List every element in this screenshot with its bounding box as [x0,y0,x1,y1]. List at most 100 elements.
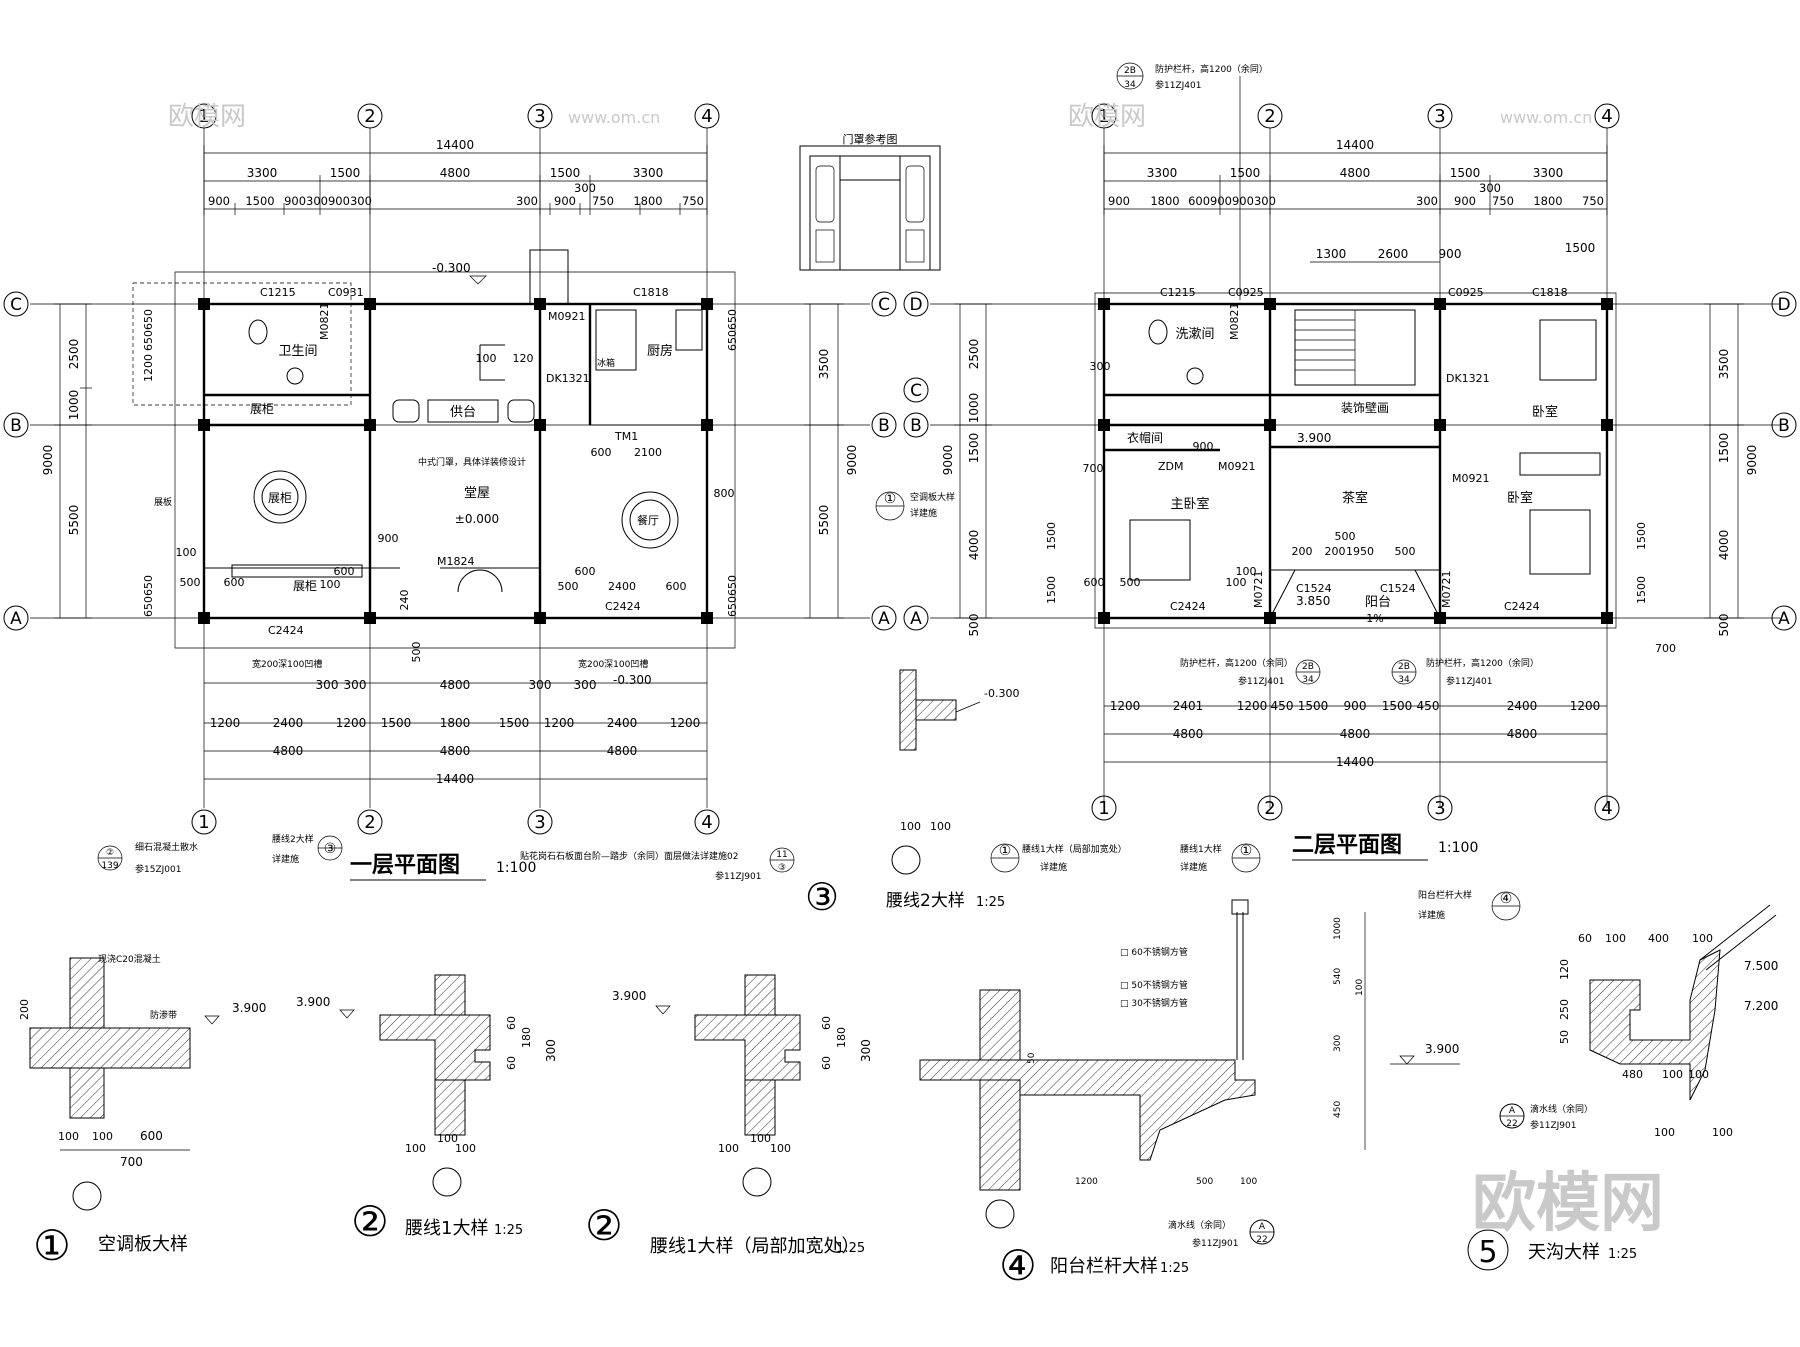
note: 腰线1大样（局部加宽处） [1022,843,1127,855]
dim-text: 450 [1333,1101,1343,1118]
plan1-columns [198,298,713,624]
plan1-right-dimlines [804,303,844,619]
dim-text: 300 [529,678,552,692]
dim-text: 4800 [273,744,304,758]
dim-text: 100 [1226,576,1247,589]
d4-dims: 50 1200 500 100 1000 540 300 450 100 [1027,917,1365,1187]
axis-bubble [527,103,553,129]
dim-text: 500 [967,614,981,637]
axis-label: B [1778,416,1790,436]
plan2-bottom-row2: 4800 4800 4800 [1173,727,1538,741]
ref-text: 2B [1124,66,1136,76]
watermark-site: www.om.cn [1500,108,1592,127]
room-label: 阳台 [1365,595,1391,610]
axis-label: D [909,295,922,315]
plan1-top-row1: 3300 1500 4800 1500 3300 [247,166,664,180]
ref-text: 34 [1302,675,1314,685]
dim-text: 4800 [607,744,638,758]
detail-4: □ 60不锈钢方管 □ 50不锈钢方管 □ 30不锈钢方管 滴水线（余同） 参1… [919,899,1460,1290]
note: 详建施 [1418,909,1445,921]
detail-title: 阳台栏杆大样 [1050,1256,1158,1277]
dim-text: 700 [120,1155,143,1169]
axis-bubble [1427,795,1453,821]
axis-bubble [871,291,897,317]
dim-text: 1200 [1237,699,1268,713]
dim-text: 1200 [1075,1177,1098,1187]
dim-text: 1200 [544,716,575,730]
dim-text: 400 [1648,932,1669,945]
dim-text: 300 [1416,194,1438,208]
door-tag: C1524 [1296,582,1332,595]
plan-2: 1 2 3 4 1 2 3 4 D C B A D B [875,62,1797,921]
dim-text: 60 [505,1016,518,1030]
dim-text: 600 [1084,576,1105,589]
dim-text: 750 [682,194,704,208]
door-tag: C0925 [1448,286,1484,299]
ref-text: 139 [101,861,118,871]
note: □ 50不锈钢方管 [1120,979,1188,991]
plan2-right-dimlines [1704,303,1744,619]
dim-text: 2400 [1507,699,1538,713]
dim-text: 1500 [330,166,361,180]
plan1-walls [132,249,736,649]
axis-label: 3 [534,812,545,833]
dim-text: 1500 [1298,699,1329,713]
dim-text: 500 [1395,545,1416,558]
dim-text: 480 [1622,1068,1643,1081]
ref-text: ④ [1500,891,1513,907]
dim-text: 100 [320,578,341,591]
axis-label: 3 [534,106,545,127]
plan1-door-tags: C1215 C0931 M0921 C1818 M0821 DK1321 TM1… [260,286,669,637]
dim-text: 900 [1344,699,1367,713]
axis-bubble [1427,103,1453,129]
ref-text: 34 [1398,675,1410,685]
level-text: 3.900 [296,995,330,1009]
dim-text: 250 [1558,999,1571,1020]
note: □ 30不锈钢方管 [1120,997,1188,1009]
note: 详建施 [910,507,937,519]
axis-bubble [191,809,217,835]
note: 详建施 [1040,861,1067,873]
axis-label: 2 [1264,106,1275,127]
plan1-scale: 1:100 [496,860,536,876]
plan2-rooms: 洗漱间 卧室 衣帽间 主卧室 茶室 卧室 阳台 装饰壁画 [1127,327,1558,610]
room-label: 装饰壁画 [1341,400,1389,415]
dim-text: 50 [1558,1030,1571,1044]
axis-label: 1 [198,812,209,833]
note: 防护栏杆，高1200（余同） [1180,657,1293,669]
d4-notes: □ 60不锈钢方管 □ 50不锈钢方管 □ 30不锈钢方管 滴水线（余同） 参1… [1120,946,1238,1249]
note: 贴花岗石石板面台阶—踏步（余同）面层做法详建施02 [520,850,738,862]
axis-label: D [1777,295,1790,315]
level-text: 3.900 [232,1001,266,1015]
note: 防护栏杆，高1200（余同） [1426,657,1539,669]
dim-text: 2400 [273,716,304,730]
dim-text: 4000 [967,530,981,561]
axis-label: 4 [701,106,712,127]
dim-text: 600 [666,580,687,593]
dim-text: 1800 [1533,194,1562,208]
plan2-levels: 3.900 3.850 [1296,431,1331,608]
plan1-bottom-row1: 1200 2400 1200 1500 1800 1500 1200 2400 … [210,716,701,730]
dim-text: 5500 [817,505,831,536]
dim-text: 300 [859,1039,873,1062]
axis-label: 1 [1098,798,1109,819]
dim-text: 3300 [1533,166,1564,180]
detail-number-5: 5 [1478,1235,1497,1270]
level-text: 3.900 [612,989,646,1003]
dim-text: 300 [344,678,367,692]
axis-bubble [1091,795,1117,821]
dim-text: 3300 [1147,166,1178,180]
door-tag: M0921 [548,310,586,323]
plan2-stair-dims: 1300 2600 900 1500 [1316,241,1596,261]
watermark-brand-small: 欧模网 [1068,102,1146,132]
plan1-bottom-row0: 300 300 4800 300 300 [316,678,597,692]
room-label: 卧室 [1507,490,1533,506]
dim-text: 2401 [1173,699,1204,713]
axis-label: B [878,416,890,436]
dim-text: 4800 [1507,727,1538,741]
detail-title: 腰线1大样（局部加宽处） [650,1236,859,1257]
level-text: 3.900 [1425,1042,1459,1056]
door-tag: C0931 [328,286,364,299]
dim-text: 1500 [381,716,412,730]
axis-bubble [1771,605,1797,631]
